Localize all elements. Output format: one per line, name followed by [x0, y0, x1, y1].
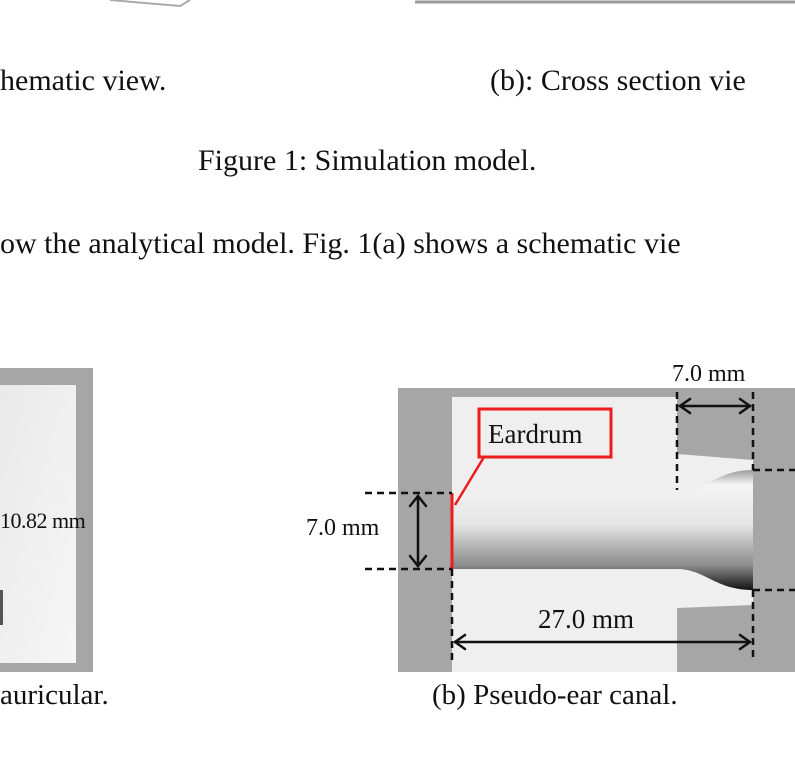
canal-length-label: 27.0 mm: [538, 604, 635, 634]
flare-length-label: 7.0 mm: [672, 361, 746, 387]
figure1b-caption: (b): Cross section vie: [490, 64, 746, 97]
figure2a-panel: [0, 368, 93, 672]
eardrum-label-box: [477, 407, 613, 459]
figure2b-panel: [365, 388, 795, 672]
diameter-label: 7.0 mm: [306, 515, 380, 541]
figure1a-remnant: [109, 0, 191, 8]
left-dimension-label: 10.82 mm: [0, 508, 86, 533]
eardrum-label: Eardrum: [488, 419, 583, 449]
figure1a-caption: hematic view.: [0, 64, 167, 97]
ear-canal-tube: [452, 470, 753, 590]
figure2b-caption: (b) Pseudo-ear canal.: [432, 679, 678, 711]
body-paragraph: ow the analytical model. Fig. 1(a) shows…: [0, 227, 681, 260]
figure1-caption: Figure 1: Simulation model.: [198, 144, 537, 177]
figure2a-caption: auricular.: [0, 679, 109, 711]
